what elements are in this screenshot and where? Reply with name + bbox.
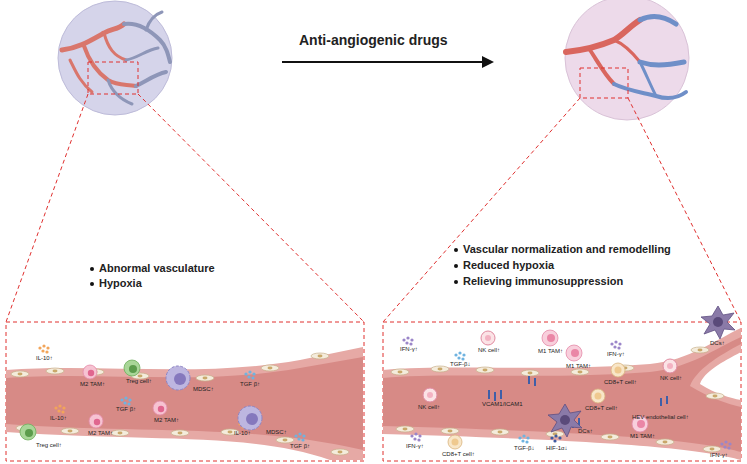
bullet-point: Abnormal vasculature xyxy=(99,262,215,274)
cell-label: VCAM1/ICAM1 xyxy=(482,401,523,408)
zoom-guides xyxy=(6,62,741,322)
normalized-vessel-wall xyxy=(383,328,741,460)
cell-label: IFN-γ↑ xyxy=(607,351,625,358)
bullet-point: Relieving immunosuppression xyxy=(463,275,623,287)
cell-label: HIF-1α↓ xyxy=(546,445,567,452)
endothelial-cells xyxy=(391,347,724,452)
bullet-dots xyxy=(90,248,458,286)
cell-label: M2 TAM↑ xyxy=(154,417,179,424)
normalized-vasculature-circle xyxy=(565,0,689,120)
cell-label: Treg cell↑ xyxy=(36,442,62,449)
cell-label: IL-10↑ xyxy=(234,430,251,437)
abnormal-vessel-lumen xyxy=(6,357,363,450)
cell-label: HEV endothelial cell↑ xyxy=(632,414,689,421)
normalized-vessel-lumen xyxy=(383,337,741,452)
cell-label: MDSC↑ xyxy=(193,386,214,393)
cell-label: TGF β↑ xyxy=(240,381,260,388)
endothelial-cells xyxy=(11,353,349,455)
cell-label: TGF β↑ xyxy=(290,443,310,450)
cell-label: CD8+T cell↑ xyxy=(604,379,637,386)
cell-label: IL-10↑ xyxy=(50,415,67,422)
cell-label: M2 TAM↑ xyxy=(88,430,113,437)
bullet-point: Reduced hypoxia xyxy=(463,259,554,271)
cell-label: IFN-γ↑ xyxy=(710,452,728,459)
cell-label: M2 TAM↑ xyxy=(80,381,105,388)
cell-label: IFN-γ↑ xyxy=(406,443,424,450)
cell-label: TGF β↑ xyxy=(116,406,136,413)
normalized-vessels xyxy=(566,17,686,99)
cell-label: M1 TAM↑ xyxy=(630,433,655,440)
cell-label: TGF-β↓ xyxy=(514,445,534,452)
abnormal-zoom-panel xyxy=(6,322,364,461)
cell-label: M1 TAM↑ xyxy=(566,363,591,370)
cell-label: M1 TAM↑ xyxy=(538,348,563,355)
cell-label: NK cell↑ xyxy=(478,347,500,354)
tumor-vasculature-circle xyxy=(58,1,172,115)
cell-label: IL-10↑ xyxy=(36,355,53,362)
arrow-label: Anti-angiogenic drugs xyxy=(299,33,448,48)
cell-label: NK cell↑ xyxy=(418,404,440,411)
normalized-zoom-panel xyxy=(383,322,741,461)
immune-cells xyxy=(402,306,735,450)
cell-label: DCs↑ xyxy=(710,340,725,347)
treatment-arrow xyxy=(282,61,486,63)
immunosuppressive-cells xyxy=(20,344,306,441)
cell-label: Treg cell↑ xyxy=(126,378,152,385)
cell-label: DCs↑ xyxy=(578,428,593,435)
bullet-point: Vascular normalization and remodelling xyxy=(463,243,671,255)
bullet-point: Hypoxia xyxy=(99,277,142,289)
cell-label: CD8+T cell↑ xyxy=(585,405,618,412)
abnormal-vessels xyxy=(62,12,170,104)
cell-label: CD8+T cell↑ xyxy=(442,451,475,458)
cell-label: MDSC↑ xyxy=(266,429,287,436)
cell-label: TGF-β↓ xyxy=(450,361,470,368)
abnormal-vessel-wall xyxy=(6,347,363,460)
cell-label: NK cell↑ xyxy=(660,375,682,382)
arrow-head xyxy=(482,56,494,68)
cell-label: IFN-γ↑ xyxy=(400,346,418,353)
